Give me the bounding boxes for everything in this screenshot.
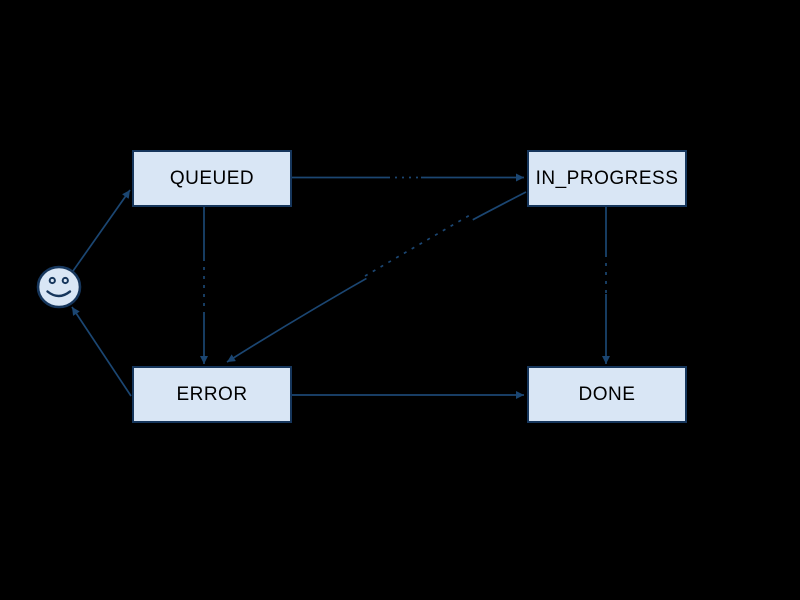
start-node <box>36 265 82 309</box>
edge-start-to-queued <box>72 189 131 272</box>
state-label-queued: QUEUED <box>169 167 255 189</box>
state-node-in-progress: IN_PROGRESS <box>527 150 687 207</box>
state-label-error: ERROR <box>176 383 248 405</box>
state-node-error: ERROR <box>132 366 292 423</box>
state-node-done: DONE <box>527 366 687 423</box>
state-label-in-progress: IN_PROGRESS <box>535 167 679 189</box>
obscured-edge-label <box>361 209 474 282</box>
edge-error-to-start <box>71 306 132 397</box>
smiley-face-icon <box>36 265 82 309</box>
state-label-done: DONE <box>578 383 636 405</box>
edge-inprogress-to-error <box>226 191 527 363</box>
smiley-right-eye <box>61 276 69 285</box>
smiley-mouth <box>46 290 72 298</box>
state-node-queued: QUEUED <box>132 150 292 207</box>
smiley-left-eye <box>48 276 56 285</box>
